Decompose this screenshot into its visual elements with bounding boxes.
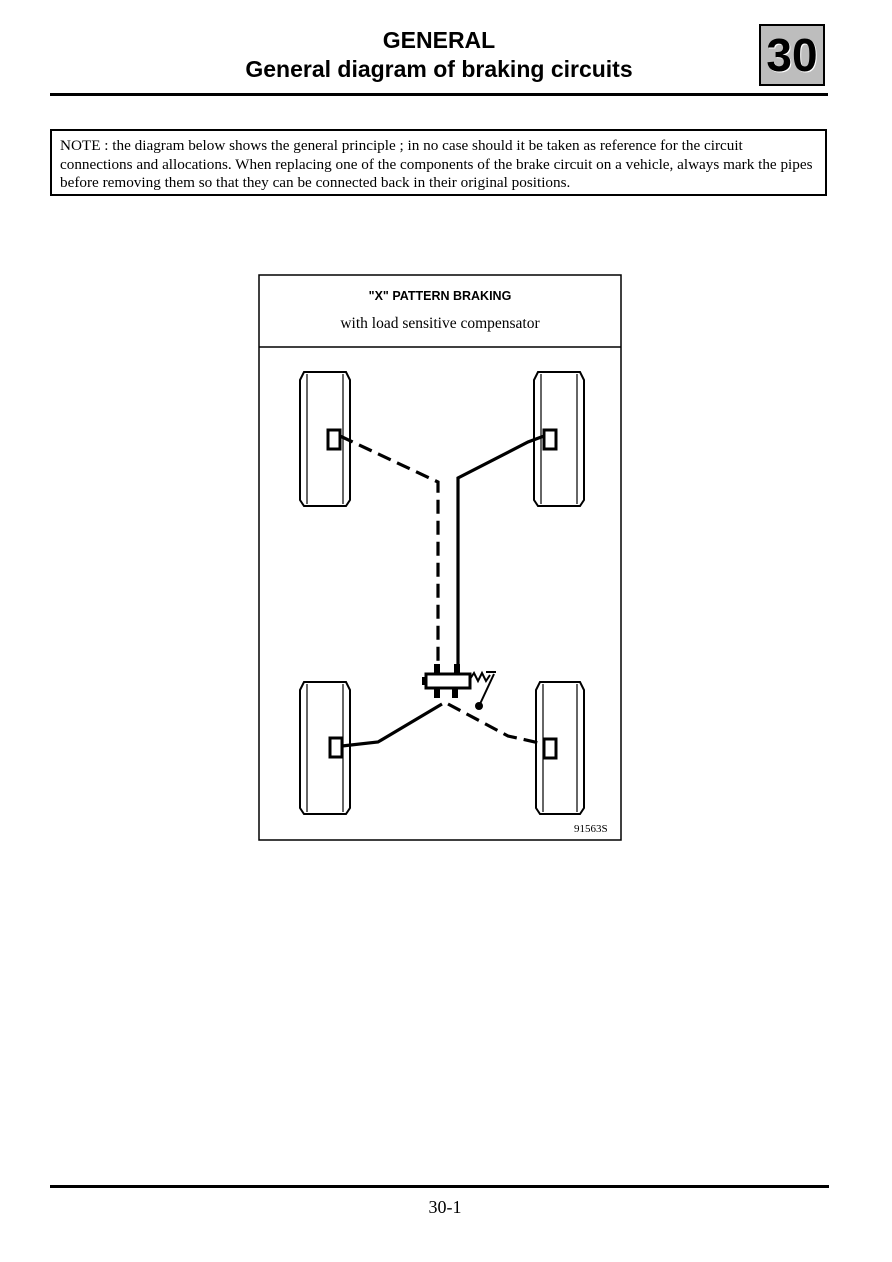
diagram-frame	[258, 274, 622, 841]
solid-brake-circuit-front	[456, 434, 545, 666]
note-text: NOTE : the diagram below shows the gener…	[60, 137, 813, 191]
braking-circuit-svg	[258, 274, 622, 841]
rear-left-caliper	[328, 736, 344, 759]
braking-diagram: "X" PATTERN BRAKING with load sensitive …	[258, 274, 622, 841]
solid-brake-circuit-rear	[341, 702, 443, 748]
diagram-reference: 91563S	[574, 823, 608, 835]
diagram-subtitle: with load sensitive compensator	[340, 315, 540, 332]
footer-divider	[50, 1185, 829, 1188]
front-right-wheel	[533, 371, 585, 507]
rear-right-caliper	[542, 737, 558, 760]
section-number-badge: 30	[759, 24, 825, 86]
header-divider	[50, 93, 828, 96]
front-left-wheel	[299, 371, 351, 507]
page-title: General diagram of braking circuits	[245, 56, 633, 82]
diagram-title: "X" PATTERN BRAKING	[368, 289, 512, 303]
page-header: GENERAL General diagram of braking circu…	[0, 26, 878, 84]
page-number: 30-1	[428, 1197, 462, 1217]
load-sensitive-compensator	[422, 664, 496, 710]
front-right-caliper	[542, 428, 558, 451]
note-box: NOTE : the diagram below shows the gener…	[50, 129, 827, 196]
dashed-brake-circuit-rear	[447, 702, 545, 746]
front-left-caliper	[326, 428, 342, 451]
dashed-brake-circuit-front	[339, 434, 440, 666]
section-heading: GENERAL	[382, 27, 496, 53]
